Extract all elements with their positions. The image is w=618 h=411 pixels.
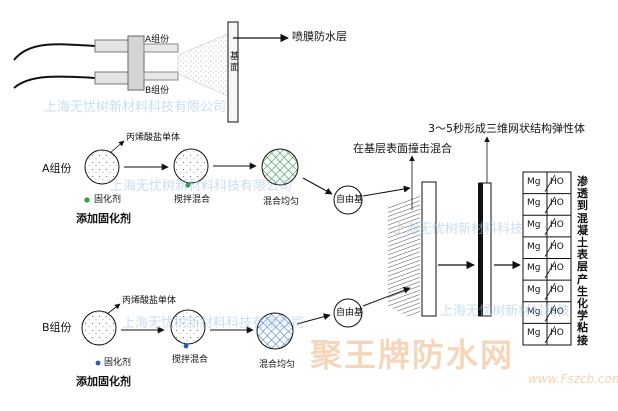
bond-link: [544, 239, 556, 257]
arrow-b-3: [296, 313, 331, 325]
mg-cell: Mg: [527, 220, 541, 231]
arrow-a-3: [302, 177, 333, 195]
gun-nozzle-a: [143, 43, 179, 53]
watermark-company-mid: 上海无忧树新材料科技有限公司: [110, 179, 293, 194]
ho-cell: HO: [550, 306, 564, 317]
membrane-label: 喷膜防水层: [292, 30, 347, 43]
add-curing-label-a: 添加固化剂: [76, 212, 131, 225]
mg-cell: Mg: [527, 263, 541, 274]
bond-link: [544, 174, 556, 192]
mesh-circle-b: [256, 312, 294, 350]
a-row: [84, 140, 411, 215]
radical-circle-a: [333, 185, 363, 215]
bond-link: [544, 304, 556, 322]
monomer-pointer-b: [106, 303, 121, 315]
radical-label-b: 自由基: [336, 308, 364, 318]
collision-stage: [388, 155, 475, 318]
curing-dot-a: [84, 197, 90, 203]
stir-dot-a: [185, 182, 191, 188]
label-a-top: A组份: [145, 35, 170, 45]
arrow-a-4: [362, 185, 411, 197]
spray-gun-illustration: [13, 21, 289, 123]
bond-link: [544, 261, 556, 279]
curing-dot-b: [95, 360, 101, 366]
collision-board: [421, 181, 437, 317]
ho-cell: HO: [550, 241, 564, 252]
bond-link: [544, 282, 556, 300]
bond-link: [544, 326, 556, 344]
substrate-wall: [227, 21, 239, 123]
network-layer: [478, 183, 483, 316]
stir-circle-b: [170, 309, 206, 345]
watermark-brand: 聚王牌防水网: [310, 336, 515, 374]
ho-cell: HO: [550, 263, 564, 274]
ho-cell: HO: [550, 176, 564, 187]
ho-cell: HO: [550, 220, 564, 231]
stir-label-b: 搅拌混合: [172, 355, 209, 365]
monomer-pointer-a: [109, 140, 125, 154]
network-stage: [478, 136, 521, 317]
monomer-label-a: 丙烯酸盐单体: [126, 133, 181, 143]
b-component-label: B组份: [42, 321, 72, 334]
even-label-b: 混合均匀: [259, 360, 296, 370]
hose-a: [13, 43, 96, 61]
monomer-circle-a: [84, 149, 120, 185]
collision-hatch: [388, 196, 420, 318]
gun-barrel-a: [94, 39, 131, 53]
stir-dot-b: [183, 343, 189, 349]
even-label-a: 混合均匀: [263, 197, 300, 207]
mg-cell: Mg: [527, 306, 541, 317]
watermark-company-bottom: 上海无忧树新材料科技有限公司: [122, 316, 305, 331]
substrate-label: 基面: [230, 52, 240, 73]
label-b-top: B组份: [145, 86, 170, 96]
network-label: 3～5秒形成三维网状结构弹性体: [428, 122, 585, 135]
collide-label: 在基层表面撞击混合: [353, 142, 452, 155]
mg-cell: Mg: [527, 328, 541, 339]
ho-cell: HO: [550, 198, 564, 209]
monomer-label-b: 丙烯酸盐单体: [122, 296, 177, 306]
watermark-company-right: 上海无忧树新材料科技: [393, 222, 524, 237]
radical-circle-b: [333, 298, 363, 328]
bond-grid: [522, 171, 572, 346]
gun-nozzle-b: [143, 71, 179, 81]
watermark-company-top: 上海无忧树新材料科技有限公司: [44, 100, 227, 115]
mg-cell: Mg: [527, 176, 541, 187]
stir-label-a: 搅拌混合: [174, 195, 211, 205]
ho-cell: HO: [550, 328, 564, 339]
curing-label-b: 固化剂: [104, 358, 132, 368]
bond-link: [544, 218, 556, 236]
gun-body: [127, 35, 145, 91]
add-curing-label-b: 添加固化剂: [76, 375, 131, 388]
watermark-url: www.Fszcb.com: [528, 372, 618, 386]
radical-label-a: 自由基: [336, 195, 364, 205]
b-row: [81, 286, 411, 366]
bond-link: [544, 196, 556, 214]
hose-b: [13, 75, 96, 89]
ho-cell: HO: [550, 284, 564, 295]
penetrate-label: 渗透到混凝土表层产生化学粘接: [577, 175, 588, 347]
mg-cell: Mg: [527, 284, 541, 295]
a-component-label: A组份: [42, 162, 72, 175]
mg-cell: Mg: [527, 241, 541, 252]
mesh-circle-a: [261, 148, 299, 186]
spray-cone: [177, 33, 229, 97]
mg-cell: Mg: [527, 198, 541, 209]
curing-label-a: 固化剂: [94, 195, 122, 205]
monomer-circle-b: [81, 310, 117, 346]
watermark-company-bottom-right: 上海无忧树新材料科技: [440, 304, 571, 319]
gun-barrel-b: [94, 71, 131, 85]
stir-circle-a: [173, 148, 209, 184]
